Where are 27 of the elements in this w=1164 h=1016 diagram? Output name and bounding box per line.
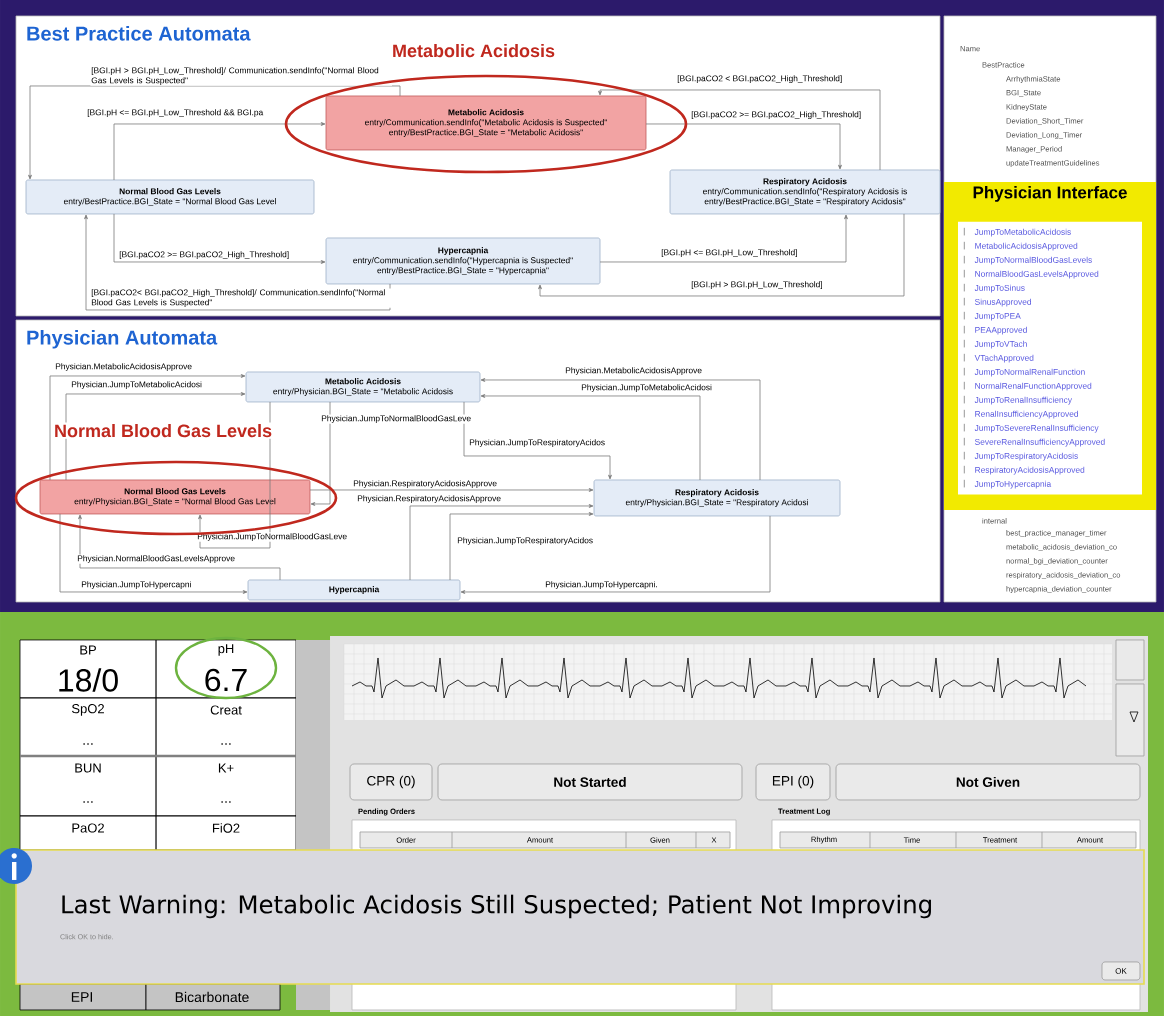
- panel-title: Best Practice Automata: [24, 24, 253, 43]
- arrow: [49, 374, 246, 481]
- arrow: [645, 123, 842, 170]
- table-text: 6.7: [205, 668, 247, 692]
- arrow: [538, 213, 905, 297]
- callout-title: Normal Blood Gas Levels: [52, 422, 274, 439]
- arrow: [198, 401, 271, 549]
- callout-title: Metabolic Acidosis: [390, 42, 557, 59]
- arrow: [463, 401, 612, 480]
- panel-title: Physician Automata: [24, 328, 219, 351]
- arrow: [59, 513, 248, 594]
- arrow: [598, 89, 881, 171]
- arrow: [28, 85, 401, 180]
- arrow: [480, 378, 761, 481]
- arrow: [449, 512, 594, 581]
- arrow: [65, 392, 246, 481]
- arrow: [309, 488, 594, 492]
- table-text: 18/0: [59, 668, 118, 692]
- arrow: [409, 504, 594, 581]
- arrow: [460, 515, 771, 594]
- arrow: [113, 122, 326, 181]
- arrow: [599, 214, 848, 263]
- arrow: [310, 401, 331, 506]
- arrow: [84, 214, 391, 311]
- arrow: [78, 514, 281, 581]
- arrow: [480, 394, 701, 481]
- arrow: [113, 213, 326, 264]
